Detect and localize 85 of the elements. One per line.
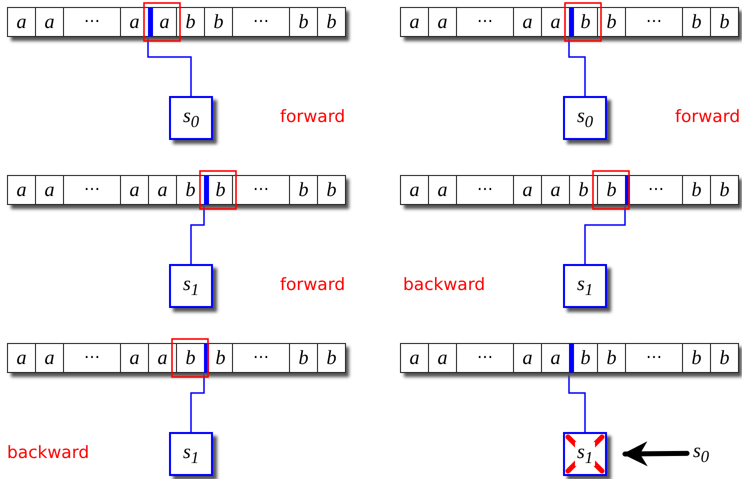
tape-cell: a bbox=[148, 343, 177, 373]
tape-cell: b bbox=[569, 175, 598, 205]
tape-cell: a bbox=[7, 343, 36, 373]
connector-line bbox=[568, 36, 586, 97]
connector-line bbox=[568, 372, 586, 433]
tape-cell: ⋯ bbox=[456, 175, 514, 205]
tape-cell: b bbox=[317, 343, 346, 373]
tape-cell: a bbox=[428, 7, 457, 37]
tape-cell: b bbox=[682, 7, 711, 37]
tape-cell: a bbox=[35, 175, 64, 205]
direction-label: backward bbox=[7, 443, 90, 463]
direction-label: backward bbox=[403, 275, 486, 295]
state-box: s$_{1}$ bbox=[169, 264, 213, 308]
tape bbox=[7, 7, 345, 37]
tape-cell: b bbox=[682, 343, 711, 373]
tape-cell: a bbox=[513, 343, 542, 373]
tape-cell: b bbox=[317, 175, 346, 205]
tape-cell: a bbox=[400, 175, 429, 205]
tape-cell: a bbox=[400, 343, 429, 373]
tape-cell: b bbox=[569, 343, 598, 373]
arrow bbox=[622, 441, 690, 466]
tape-cell: b bbox=[710, 7, 739, 37]
tape-cell: b bbox=[176, 7, 205, 37]
direction-label: forward bbox=[675, 107, 740, 127]
tape-cell: b bbox=[317, 7, 346, 37]
tape-cell: a bbox=[400, 7, 429, 37]
connector-line bbox=[584, 204, 626, 265]
tape bbox=[400, 343, 738, 373]
tape-cell: a bbox=[428, 175, 457, 205]
state-box: s$_{0}$ bbox=[169, 96, 213, 140]
direction-label: forward bbox=[280, 107, 346, 127]
connector-line bbox=[147, 36, 192, 97]
tape bbox=[7, 343, 345, 373]
tape-cell: b bbox=[569, 7, 598, 37]
tape-cell: b bbox=[597, 343, 626, 373]
tape-cell: b bbox=[710, 343, 739, 373]
tape-cell: a bbox=[428, 343, 457, 373]
state-box: s$_{1}$ bbox=[563, 264, 607, 308]
tape-cell: a bbox=[513, 7, 542, 37]
tape-cell: a bbox=[541, 343, 570, 373]
state-box: s$_{1}$ bbox=[563, 432, 607, 476]
tape-cell: a bbox=[513, 175, 542, 205]
tape-cell: a bbox=[120, 343, 149, 373]
tape-cell: b bbox=[289, 343, 318, 373]
tape-cell: ⋯ bbox=[625, 175, 683, 205]
tape-cell: b bbox=[204, 343, 233, 373]
tape-cell: ⋯ bbox=[625, 7, 683, 37]
tape-cell: b bbox=[682, 175, 711, 205]
tape-cell: b bbox=[597, 7, 626, 37]
tape-cell: ⋯ bbox=[232, 343, 290, 373]
tape-cell: ⋯ bbox=[63, 7, 121, 37]
tape-cell: a bbox=[7, 7, 36, 37]
tape-cell: a bbox=[541, 7, 570, 37]
tape bbox=[7, 175, 345, 205]
tape-cell: a bbox=[120, 175, 149, 205]
tape-cell: b bbox=[710, 175, 739, 205]
state-symbol: s$_{0}$ bbox=[693, 441, 710, 466]
tape bbox=[400, 7, 738, 37]
tape-cell: ⋯ bbox=[232, 175, 290, 205]
tape-cell: a bbox=[7, 175, 36, 205]
state-box: s$_{1}$ bbox=[169, 432, 213, 476]
tape-cell: b bbox=[204, 7, 233, 37]
tape-cell: b bbox=[204, 175, 233, 205]
tape bbox=[400, 175, 738, 205]
tape-cell: b bbox=[597, 175, 626, 205]
tape-cell: a bbox=[35, 7, 64, 37]
tape-cell: a bbox=[541, 175, 570, 205]
connector-line bbox=[190, 372, 205, 433]
tape-cell: b bbox=[176, 343, 205, 373]
tape-cell: a bbox=[35, 343, 64, 373]
direction-label: forward bbox=[280, 275, 346, 295]
tape-cell: b bbox=[176, 175, 205, 205]
connector-line bbox=[190, 204, 205, 265]
tape-cell: a bbox=[148, 175, 177, 205]
tape-cell: ⋯ bbox=[232, 7, 290, 37]
tape-cell: ⋯ bbox=[625, 343, 683, 373]
tape-cell: a bbox=[120, 7, 149, 37]
state-box: s$_{0}$ bbox=[563, 96, 607, 140]
tape-cell: ⋯ bbox=[456, 343, 514, 373]
tape-cell: ⋯ bbox=[63, 343, 121, 373]
tape-cell: ⋯ bbox=[456, 7, 514, 37]
tape-cell: a bbox=[148, 7, 177, 37]
tape-cell: b bbox=[289, 7, 318, 37]
tape-cell: ⋯ bbox=[63, 175, 121, 205]
tape-cell: b bbox=[289, 175, 318, 205]
